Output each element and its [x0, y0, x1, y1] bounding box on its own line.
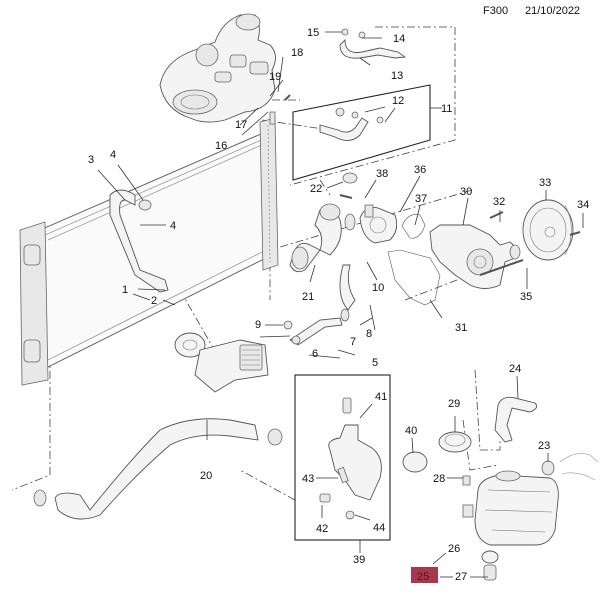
callout-11[interactable]: 11 — [441, 103, 452, 115]
kit-box-39 — [294, 374, 391, 541]
callout-leaders — [97, 31, 584, 578]
expansion-tank[interactable] — [462, 470, 559, 546]
callout-1[interactable]: 1 — [122, 284, 128, 296]
callout-39[interactable]: 39 — [353, 554, 365, 566]
callout-30[interactable]: 30 — [460, 186, 472, 198]
callout-6[interactable]: 6 — [312, 348, 318, 360]
callout-25[interactable]: 25 — [417, 571, 429, 583]
callout-28[interactable]: 28 — [433, 473, 445, 485]
callout-15[interactable]: 15 — [307, 27, 319, 39]
clamp-22[interactable] — [342, 172, 358, 184]
pulley[interactable] — [522, 199, 574, 261]
callout-41[interactable]: 41 — [375, 391, 387, 403]
callout-8[interactable]: 8 — [366, 328, 372, 340]
callout-37[interactable]: 37 — [415, 193, 427, 205]
callout-32[interactable]: 32 — [493, 196, 505, 208]
hose-23-outline — [559, 453, 599, 481]
callout-18[interactable]: 18 — [291, 47, 303, 59]
callout-35[interactable]: 35 — [520, 291, 532, 303]
callout-26[interactable]: 26 — [448, 543, 460, 555]
diagram-code: F300 — [483, 5, 509, 17]
highlight-box-25[interactable] — [411, 567, 438, 583]
callout-2[interactable]: 2 — [151, 295, 157, 307]
callout-12[interactable]: 12 — [392, 95, 404, 107]
thermostat-housing[interactable] — [344, 204, 398, 244]
callout-43[interactable]: 43 — [302, 473, 314, 485]
callout-10[interactable]: 10 — [372, 282, 384, 294]
water-pump-gasket[interactable] — [387, 249, 441, 306]
callout-33[interactable]: 33 — [539, 177, 551, 189]
gasket-37[interactable] — [401, 214, 426, 239]
callout-23[interactable]: 23 — [538, 440, 550, 452]
filler-cap[interactable] — [438, 431, 472, 453]
callout-44[interactable]: 44 — [373, 522, 385, 534]
oil-cooler[interactable] — [174, 332, 269, 393]
callout-17[interactable]: 17 — [235, 119, 247, 131]
callout-labels: 1 2 3 4 4 5 6 7 8 9 10 11 12 13 14 15 16… — [88, 27, 589, 583]
callout-21[interactable]: 21 — [302, 291, 314, 303]
coolant-pipe[interactable] — [283, 308, 350, 346]
callout-9[interactable]: 9 — [255, 319, 261, 331]
radiator[interactable] — [19, 111, 279, 386]
callout-4[interactable]: 4 — [110, 149, 116, 161]
thermostat-assembly[interactable] — [319, 397, 428, 520]
upper-radiator-hose[interactable] — [289, 203, 342, 273]
level-sensor[interactable] — [481, 550, 499, 581]
hose-8[interactable] — [339, 264, 356, 311]
callout-27[interactable]: 27 — [455, 571, 467, 583]
callout-14[interactable]: 14 — [393, 33, 405, 45]
hose-24[interactable] — [494, 396, 538, 443]
callout-29[interactable]: 29 — [448, 398, 460, 410]
callout-31[interactable]: 31 — [455, 322, 467, 334]
callout-7[interactable]: 7 — [350, 336, 356, 348]
diagram-date: 21/10/2022 — [525, 5, 581, 17]
callout-4[interactable]: 4 — [170, 220, 176, 232]
clamp-23[interactable] — [541, 460, 555, 476]
clip-28[interactable] — [462, 475, 471, 486]
callout-5[interactable]: 5 — [372, 357, 378, 369]
callout-40[interactable]: 40 — [405, 425, 417, 437]
lower-radiator-hose[interactable] — [33, 418, 283, 520]
callout-22[interactable]: 22 — [310, 183, 322, 195]
bolts — [284, 94, 581, 276]
hose-3[interactable] — [109, 189, 169, 293]
callout-16[interactable]: 16 — [215, 140, 227, 152]
callout-13[interactable]: 13 — [391, 70, 403, 82]
callout-36[interactable]: 36 — [414, 164, 426, 176]
callout-38[interactable]: 38 — [376, 168, 388, 180]
turbo-coolant-pipe[interactable] — [319, 107, 384, 141]
water-pump[interactable] — [429, 224, 521, 289]
clamp-4[interactable] — [138, 199, 152, 211]
callout-19[interactable]: 19 — [269, 71, 281, 83]
callout-24[interactable]: 24 — [509, 363, 521, 375]
callout-20[interactable]: 20 — [200, 470, 212, 482]
kit-box-11 — [292, 84, 431, 181]
callout-42[interactable]: 42 — [316, 523, 328, 535]
callout-34[interactable]: 34 — [577, 199, 589, 211]
callout-3[interactable]: 3 — [88, 154, 94, 166]
turbocharger[interactable] — [159, 13, 276, 123]
